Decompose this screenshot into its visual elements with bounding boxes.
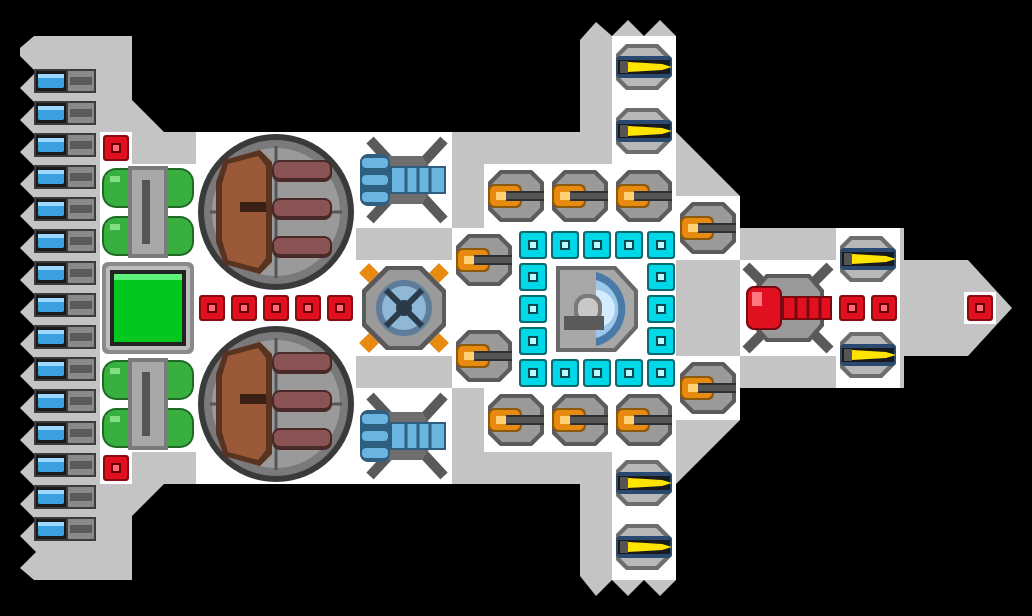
battery-cell-icon[interactable] xyxy=(34,388,98,414)
generator-icon[interactable] xyxy=(100,356,196,452)
armor-block-icon[interactable] xyxy=(198,294,226,322)
shield-node-icon[interactable] xyxy=(518,294,548,324)
shield-generator-icon[interactable] xyxy=(546,260,644,358)
orange-turret-icon[interactable] xyxy=(484,164,548,228)
shield-node-icon[interactable] xyxy=(646,358,676,388)
orange-turret-icon[interactable] xyxy=(452,324,516,388)
thruster-icon[interactable] xyxy=(612,104,676,158)
thruster-icon[interactable] xyxy=(836,232,900,286)
battery-cell-icon[interactable] xyxy=(34,228,98,254)
orange-turret-icon[interactable] xyxy=(548,388,612,452)
battery-cell-icon[interactable] xyxy=(34,68,98,94)
armor-block-icon[interactable] xyxy=(870,294,898,322)
orange-turret-icon[interactable] xyxy=(676,356,740,420)
battery-cell-icon[interactable] xyxy=(34,100,98,126)
thruster-icon[interactable] xyxy=(612,456,676,510)
battery-cell-icon[interactable] xyxy=(34,260,98,286)
armor-block-icon[interactable] xyxy=(102,134,130,162)
battery-cell-icon[interactable] xyxy=(34,196,98,222)
shield-node-icon[interactable] xyxy=(614,230,644,260)
orange-turret-icon[interactable] xyxy=(612,164,676,228)
shield-node-icon[interactable] xyxy=(518,230,548,260)
red-laser-turret-icon[interactable] xyxy=(740,260,836,356)
generator-icon[interactable] xyxy=(100,164,196,260)
orange-turret-icon[interactable] xyxy=(548,164,612,228)
orange-turret-icon[interactable] xyxy=(612,388,676,452)
shield-node-icon[interactable] xyxy=(518,326,548,356)
heavy-cannon-turret-icon[interactable] xyxy=(196,324,356,484)
armor-block-icon[interactable] xyxy=(294,294,322,322)
armor-block-icon[interactable] xyxy=(838,294,866,322)
battery-cell-icon[interactable] xyxy=(34,132,98,158)
battery-cell-icon[interactable] xyxy=(34,516,98,542)
shield-node-icon[interactable] xyxy=(582,358,612,388)
armor-block-icon[interactable] xyxy=(102,454,130,482)
railgun-icon[interactable] xyxy=(356,132,452,228)
heavy-cannon-turret-icon[interactable] xyxy=(196,132,356,292)
battery-cell-icon[interactable] xyxy=(34,420,98,446)
armor-block-icon[interactable] xyxy=(262,294,290,322)
shield-node-icon[interactable] xyxy=(518,358,548,388)
shield-node-icon[interactable] xyxy=(646,230,676,260)
battery-cell-icon[interactable] xyxy=(34,164,98,190)
thruster-icon[interactable] xyxy=(612,40,676,94)
shield-node-icon[interactable] xyxy=(550,358,580,388)
shield-node-icon[interactable] xyxy=(550,230,580,260)
shield-node-icon[interactable] xyxy=(614,358,644,388)
shield-node-icon[interactable] xyxy=(646,262,676,292)
orange-turret-icon[interactable] xyxy=(452,228,516,292)
railgun-icon[interactable] xyxy=(356,388,452,484)
shield-node-icon[interactable] xyxy=(518,262,548,292)
battery-cell-icon[interactable] xyxy=(34,356,98,382)
thruster-icon[interactable] xyxy=(836,328,900,382)
ship-core-icon[interactable] xyxy=(100,260,196,356)
shield-node-icon[interactable] xyxy=(582,230,612,260)
battery-cell-icon[interactable] xyxy=(34,292,98,318)
shield-node-icon[interactable] xyxy=(646,326,676,356)
armor-block-icon[interactable] xyxy=(230,294,258,322)
battery-cell-icon[interactable] xyxy=(34,324,98,350)
armor-block-icon[interactable] xyxy=(326,294,354,322)
battery-cell-icon[interactable] xyxy=(34,452,98,478)
reactor-icon[interactable] xyxy=(356,260,452,356)
thruster-icon[interactable] xyxy=(612,520,676,574)
armor-block-icon[interactable] xyxy=(966,294,994,322)
battery-cell-icon[interactable] xyxy=(34,484,98,510)
orange-turret-icon[interactable] xyxy=(676,196,740,260)
shield-node-icon[interactable] xyxy=(646,294,676,324)
orange-turret-icon[interactable] xyxy=(484,388,548,452)
